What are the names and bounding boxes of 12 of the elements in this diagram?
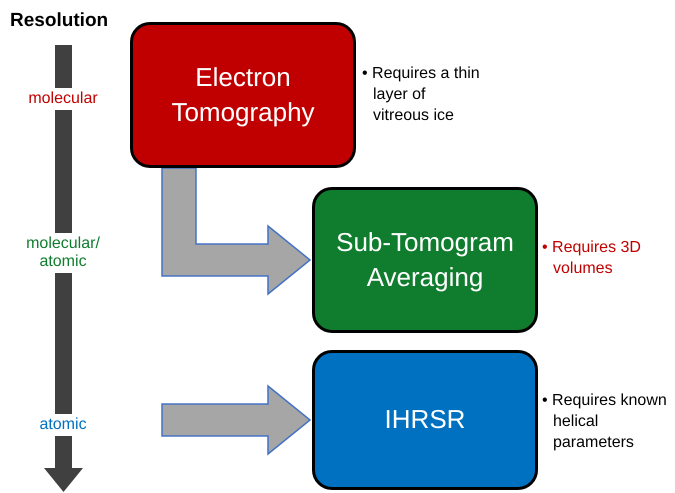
box-title: Sub-Tomogram Averaging bbox=[335, 226, 515, 294]
requirement-note: • Requires known helical parameters bbox=[542, 391, 668, 453]
requirement-note: • Requires a thin layer of vitreous ice bbox=[362, 64, 480, 126]
box-title: Electron Tomography bbox=[170, 60, 316, 129]
process-box bbox=[130, 22, 356, 168]
box-title: IHRSR bbox=[384, 403, 466, 436]
process-box bbox=[312, 350, 538, 490]
axis-title: Resolution bbox=[10, 10, 108, 32]
process-box bbox=[312, 187, 538, 333]
block-arrow bbox=[161, 167, 312, 296]
requirement-note: • Requires 3D volumes bbox=[542, 238, 642, 279]
block-arrow bbox=[161, 384, 312, 456]
